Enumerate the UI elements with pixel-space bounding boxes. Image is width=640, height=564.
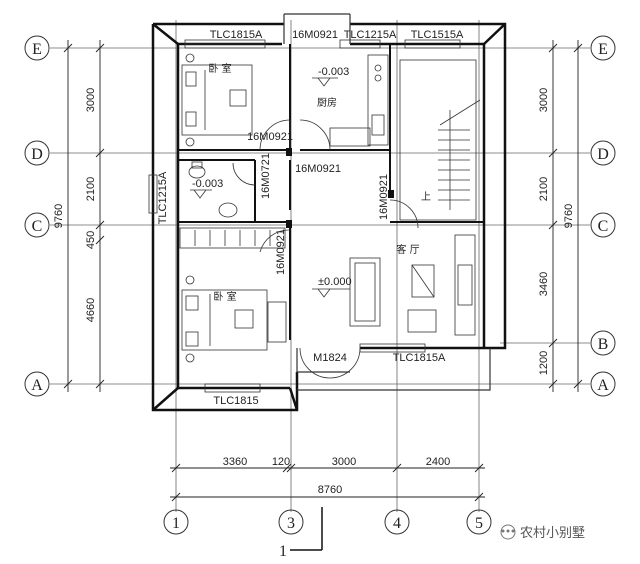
bed-bottom (181, 275, 287, 363)
room-kitchen: 厨房 (317, 96, 337, 109)
dim-right-3460: 3460 (538, 272, 550, 296)
section-mark (290, 507, 323, 551)
dim-bottom-120: 120 (272, 456, 290, 468)
axis-left-C: C (32, 218, 43, 235)
living-furniture (349, 234, 476, 336)
bathroom-fixtures (188, 161, 238, 218)
label-window-top-left: TLC1815A (210, 29, 263, 41)
label-door-kitchen: 16M0921 (295, 163, 341, 175)
dim-bottom-2400: 2400 (426, 456, 450, 468)
label-door-entry: M1824 (313, 352, 347, 364)
label-door-stair: 16M0921 (378, 174, 390, 220)
right-dimension-chain (548, 40, 583, 392)
label-door-bath: 16M0721 (260, 153, 272, 199)
label-window-top-right: TLC1515A (411, 29, 464, 41)
closet (179, 227, 286, 249)
dim-right-total: 9760 (563, 204, 575, 228)
dim-left-4660: 4660 (85, 298, 97, 322)
label-window-left-bath: TLC1215A (157, 171, 169, 224)
axis-bottom-1: 1 (172, 515, 180, 532)
room-bedroom-top: 卧 室 (208, 62, 231, 75)
interior-walls (178, 44, 484, 340)
level-living: ±0.000 (318, 276, 352, 288)
label-door-bedroom-top: 16M0921 (247, 131, 293, 143)
dim-left-total: 9760 (53, 204, 65, 228)
bottom-dimension-chain (170, 463, 485, 502)
porch-outline (283, 13, 491, 391)
room-bedroom-bottom: 卧 室 (213, 290, 236, 303)
dim-bottom-3360: 3360 (223, 456, 247, 468)
axis-bottom-4: 4 (393, 515, 401, 532)
watermark-icon (500, 524, 516, 540)
axis-bottom-5: 5 (475, 515, 483, 532)
dim-left-450: 450 (85, 231, 97, 249)
stair-up-label: 上 (421, 191, 431, 203)
dim-bottom-3000: 3000 (332, 456, 356, 468)
level-kitchen: -0.003 (318, 66, 349, 78)
axis-right-A: A (597, 377, 609, 394)
level-bath: -0.003 (192, 178, 223, 190)
watermark-text: 农村小别墅 (520, 526, 585, 541)
dim-left-2100: 2100 (85, 177, 97, 201)
axis-right-C: C (598, 218, 609, 235)
level-markers (190, 77, 350, 298)
dim-left-3000: 3000 (85, 88, 97, 112)
axis-right-E: E (598, 41, 608, 58)
axis-bottom-3: 3 (287, 515, 295, 532)
label-door-top-center: 16M0921 (292, 29, 338, 41)
axis-left-E: E (32, 41, 42, 58)
room-living: 客 厅 (396, 243, 419, 256)
bed-top (181, 53, 253, 147)
dim-right-1200: 1200 (538, 351, 550, 375)
door-posts (286, 148, 394, 228)
door-swings (232, 119, 419, 379)
left-dimension-chain (63, 40, 105, 392)
label-window-living-bottom: TLC1815A (393, 352, 446, 364)
axis-bubbles (24, 35, 616, 535)
staircase (399, 59, 481, 221)
label-window-top-kitchen: TLC1215A (344, 29, 397, 41)
grid-lines (50, 20, 590, 512)
dim-bottom-total: 8760 (318, 484, 342, 496)
dim-right-3000: 3000 (538, 88, 550, 112)
dim-right-2100: 2100 (538, 177, 550, 201)
kitchen-counter (329, 54, 389, 147)
axis-right-B: B (598, 336, 609, 353)
axis-right-D: D (597, 146, 609, 163)
label-door-bedroom-bottom: 16M0921 (275, 229, 287, 275)
section-mark-number: 1 (279, 543, 287, 560)
axis-left-A: A (31, 377, 43, 394)
axis-left-D: D (31, 146, 43, 163)
label-window-bedroom-bottom: TLC1815 (213, 395, 258, 407)
windows (148, 39, 461, 393)
